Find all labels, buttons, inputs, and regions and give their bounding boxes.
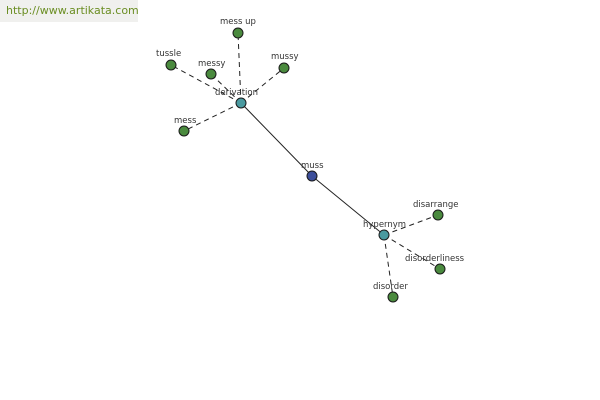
edge-derivation-mess-up — [237, 32, 242, 104]
edge-muss-hypernym — [311, 175, 385, 236]
relation-label-derivation[interactable]: derivation — [215, 88, 258, 98]
edge-derivation-tussle — [170, 64, 242, 104]
edge-muss-derivation — [240, 102, 313, 177]
edge-hypernym-disorderliness — [383, 234, 441, 270]
leaf-node-mess[interactable] — [178, 125, 190, 137]
center-label-muss[interactable]: muss — [301, 161, 324, 171]
leaf-label-mess[interactable]: mess — [174, 116, 197, 126]
leaf-node-messy[interactable] — [205, 68, 217, 80]
graph-edges — [170, 32, 441, 298]
edge-hypernym-disarrange — [383, 214, 439, 236]
leaf-node-tussle[interactable] — [165, 59, 177, 71]
leaf-label-disorder[interactable]: disorder — [373, 282, 408, 292]
relation-node-derivation[interactable] — [235, 97, 247, 109]
leaf-node-mussy[interactable] — [278, 62, 290, 74]
edge-derivation-mussy — [240, 67, 285, 104]
edge-derivation-mess — [183, 102, 242, 132]
leaf-label-mussy[interactable]: mussy — [271, 52, 299, 62]
center-node-muss[interactable] — [306, 170, 318, 182]
leaf-label-disarrange[interactable]: disarrange — [413, 200, 458, 210]
leaf-node-disorderliness[interactable] — [434, 263, 446, 275]
leaf-node-mess-up[interactable] — [232, 27, 244, 39]
edge-derivation-messy — [210, 73, 242, 104]
leaf-label-tussle[interactable]: tussle — [156, 49, 181, 59]
watermark-link[interactable]: http://www.artikata.com — [0, 0, 139, 22]
relation-node-hypernym[interactable] — [378, 229, 390, 241]
graph-nodes — [165, 27, 446, 303]
relation-label-hypernym[interactable]: hypernym — [363, 220, 406, 230]
leaf-label-messy[interactable]: messy — [198, 59, 225, 69]
edge-hypernym-disorder — [383, 234, 394, 298]
leaf-node-disarrange[interactable] — [432, 209, 444, 221]
leaf-label-mess-up[interactable]: mess up — [220, 17, 256, 27]
graph-labels: mess up tussle messy mussy mess disarrange dis… — [156, 17, 465, 292]
leaf-label-disorderliness[interactable]: disorderliness — [405, 254, 465, 264]
leaf-node-disorder[interactable] — [387, 291, 399, 303]
